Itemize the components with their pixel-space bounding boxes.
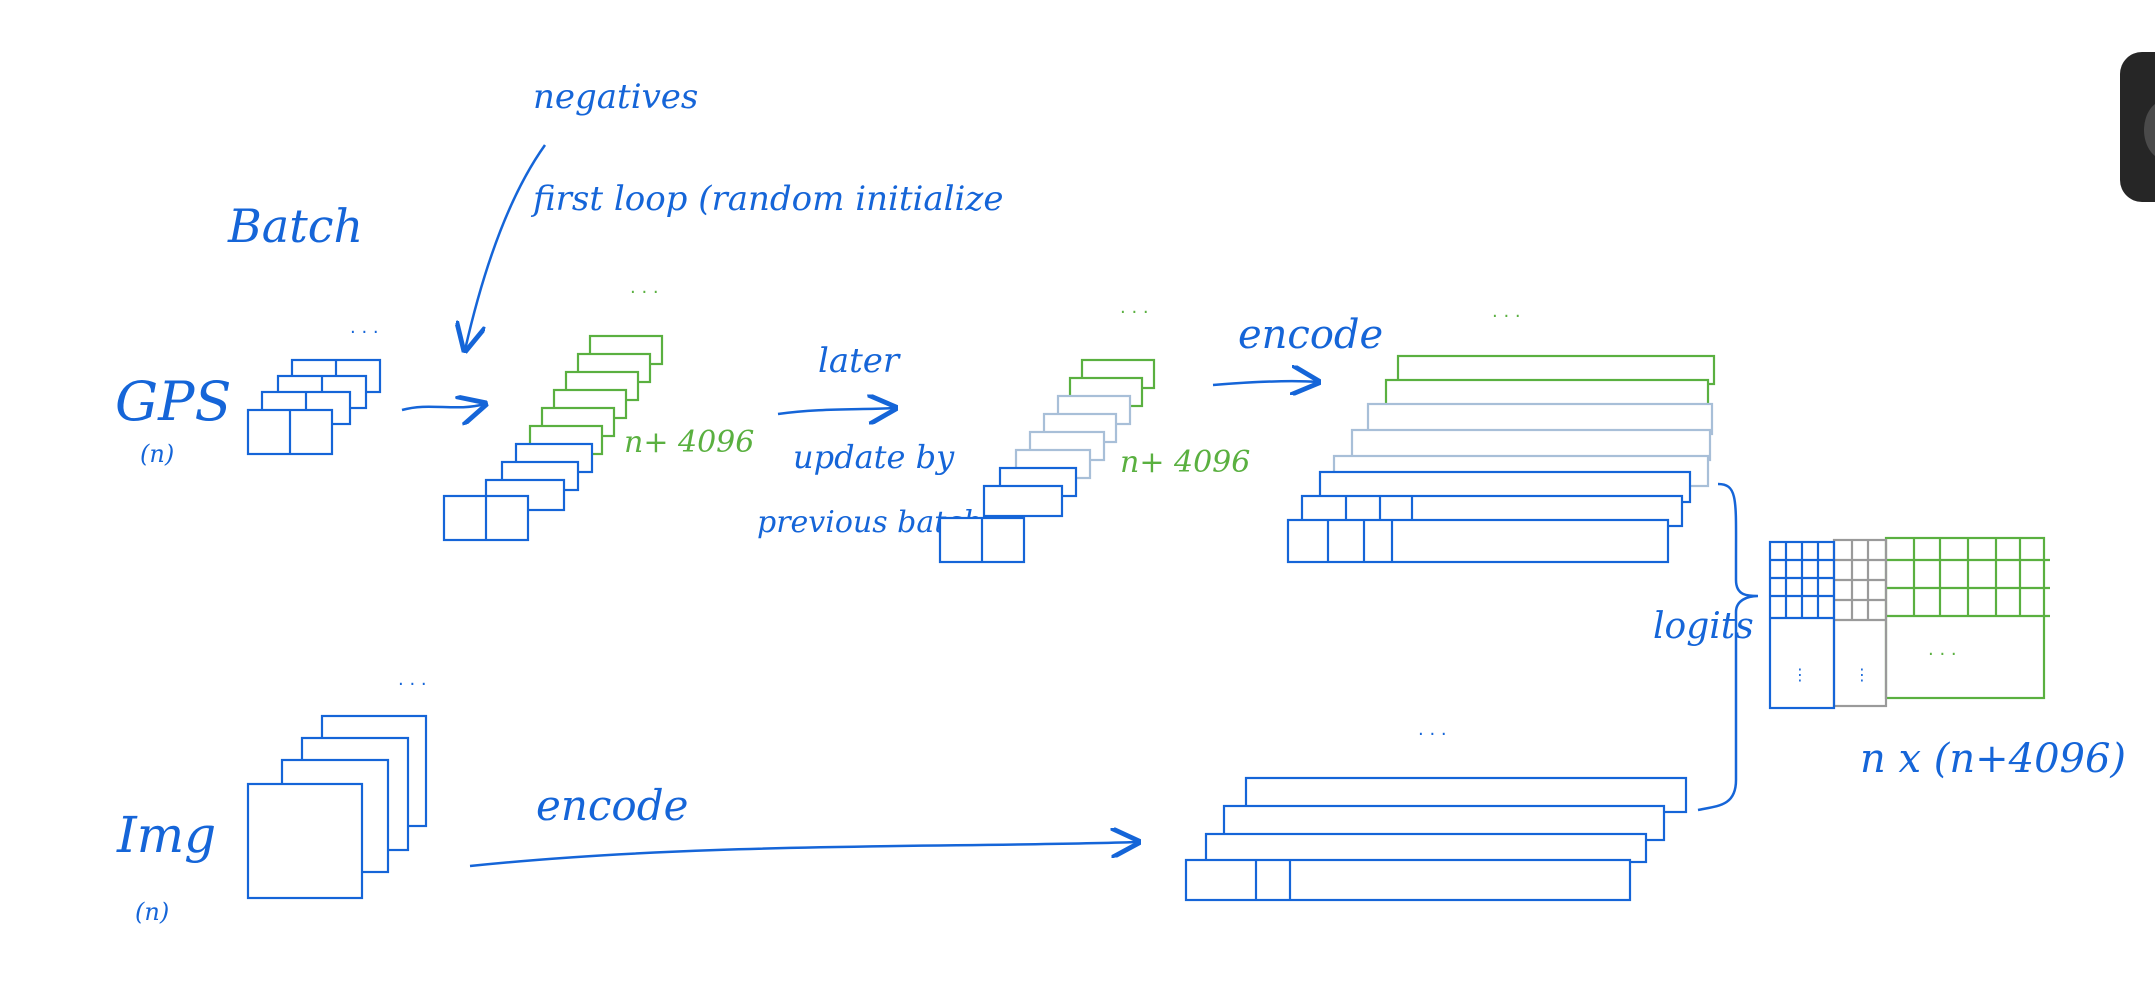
encode-gps-label: encode — [1238, 312, 1383, 358]
negatives-label: negatives — [533, 77, 698, 117]
later-label: later — [818, 341, 901, 381]
svg-text:· · ·: · · · — [398, 674, 427, 695]
image-embedding-stack: · · · — [1184, 724, 1688, 902]
negatives-queue-stack-1: · · · — [442, 282, 664, 542]
side-panel-tab[interactable] — [2120, 52, 2155, 202]
negatives-queue-stack-2: · · · — [938, 302, 1156, 564]
image-batch-stack: · · · — [246, 674, 428, 900]
encode-img-label: encode — [536, 781, 688, 830]
svg-text:· · ·: · · · — [1418, 724, 1447, 745]
later-arrow — [777, 408, 895, 414]
svg-text:· · ·: · · · — [1120, 302, 1149, 323]
update-by-label: update by — [793, 438, 955, 476]
img-count-label: (n) — [135, 898, 169, 926]
svg-text:⋮: ⋮ — [1792, 665, 1808, 684]
gps-count-label: (n) — [140, 440, 174, 468]
first-loop-label: first loop (random initialize — [530, 179, 1003, 219]
queue-size-label-2: n+ 4096 — [1120, 445, 1250, 480]
svg-text:· · ·: · · · — [1928, 644, 1957, 665]
gps-embedding-stack: · · · — [1286, 306, 1716, 564]
encode-gps-arrow — [1212, 381, 1318, 385]
svg-text:⋮: ⋮ — [1854, 665, 1870, 684]
svg-text:· · ·: · · · — [350, 322, 379, 343]
encode-img-arrow — [469, 842, 1138, 868]
img-label: Img — [116, 806, 216, 864]
svg-text:· · ·: · · · — [1492, 306, 1521, 327]
negatives-arrow — [465, 144, 547, 350]
side-panel-tab-icon — [2144, 100, 2155, 160]
gps-label: GPS — [115, 370, 231, 433]
logits-brace — [1697, 482, 1759, 812]
svg-text:· · ·: · · · — [630, 282, 659, 303]
batch-to-queue-arrow — [401, 404, 485, 410]
queue-size-label-1: n+ 4096 — [624, 425, 754, 460]
batch-label: Batch — [227, 199, 363, 253]
logits-matrix: ⋮ ⋮ · · · — [1768, 536, 2050, 710]
gps-batch-stack: · · · — [246, 322, 382, 456]
logits-label: logits — [1653, 606, 1754, 647]
result-dims-label: n x (n+4096) — [1860, 736, 2126, 782]
